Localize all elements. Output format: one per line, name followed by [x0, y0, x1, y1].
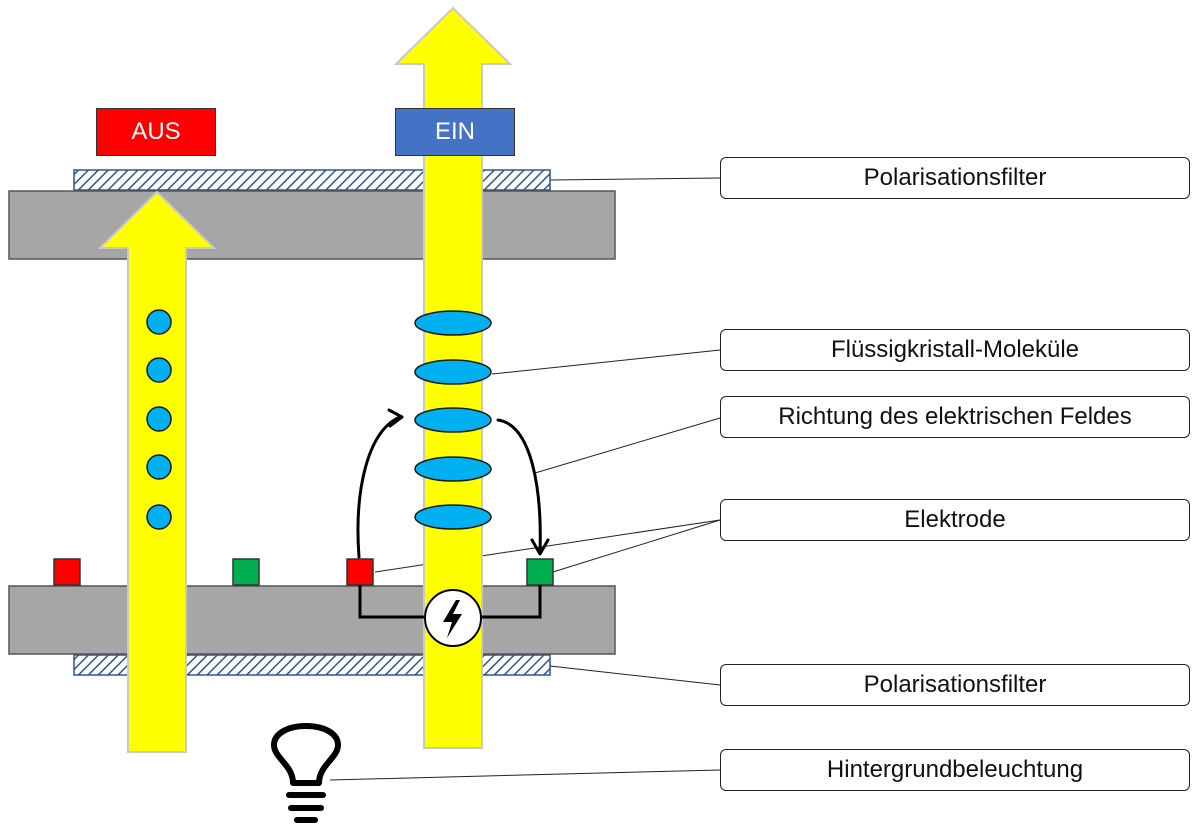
electrode-negative	[526, 558, 554, 586]
callout-field-direction: Richtung des elektrischen Feldes	[720, 396, 1190, 438]
leader-field-direction	[534, 417, 721, 474]
callout-lc-molecules: Flüssigkristall-Moleküle	[720, 329, 1190, 371]
leader-polarizer-top	[549, 177, 721, 181]
callout-polarizer-bottom: Polarisationsfilter	[720, 664, 1190, 706]
lc-molecule	[146, 406, 172, 432]
circuit-wire-left	[358, 585, 424, 619]
leader-lines	[329, 177, 721, 781]
field-arc-right	[496, 418, 542, 554]
callout-backlight: Hintergrundbeleuchtung	[720, 749, 1190, 791]
lc-molecule	[414, 456, 492, 482]
state-label-on: EIN	[395, 108, 515, 156]
lc-molecule	[414, 310, 492, 336]
callout-polarizer-top: Polarisationsfilter	[720, 157, 1190, 199]
lc-molecule	[414, 359, 492, 385]
glass-substrate-bottom	[8, 585, 616, 655]
lc-molecules-on	[414, 310, 492, 530]
lc-molecule	[146, 309, 172, 335]
state-label-off: AUS	[96, 108, 216, 156]
lc-molecule	[146, 504, 172, 530]
electrode-negative	[232, 558, 260, 586]
field-arc-left	[356, 415, 402, 559]
callout-electrode: Elektrode	[720, 499, 1190, 541]
light-bulb-icon	[271, 723, 341, 823]
lc-molecule	[146, 357, 172, 383]
lc-molecule	[414, 504, 492, 530]
leader-lc-molecules	[491, 349, 721, 375]
leader-electrode-green	[552, 519, 721, 573]
lc-molecules-off	[146, 309, 172, 530]
lc-molecule	[414, 407, 492, 433]
lightning-bolt-icon	[443, 600, 462, 638]
field-arrowhead-left	[387, 408, 404, 428]
lc-molecule	[146, 454, 172, 480]
field-arrowhead-right	[530, 538, 550, 556]
leader-backlight	[329, 769, 721, 781]
field-direction-arrows	[356, 408, 550, 559]
leader-polarizer-bottom	[549, 665, 721, 686]
circuit-wire-right	[482, 585, 542, 619]
glass-substrate-top	[8, 190, 616, 260]
electrode-positive	[346, 558, 374, 586]
electrode-positive	[53, 558, 81, 586]
